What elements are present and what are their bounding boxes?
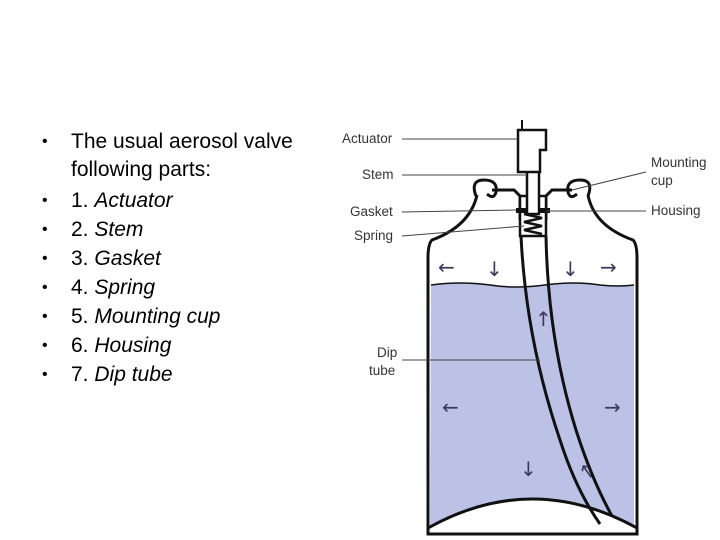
list-item: • 1. Actuator [40, 186, 350, 215]
label-mounting-cup-1: Mounting [651, 155, 707, 170]
part-number: 6. [71, 334, 95, 357]
arrow-left-icon: ← [438, 255, 455, 279]
part-name: Actuator [94, 189, 173, 212]
bullet-icon: • [42, 133, 48, 150]
can-bottom [426, 497, 639, 536]
label-actuator: Actuator [342, 131, 393, 146]
liquid [430, 283, 634, 528]
actuator [516, 128, 548, 174]
label-housing: Housing [651, 203, 701, 218]
part-name: Stem [94, 218, 144, 241]
dip-tube [519, 235, 614, 525]
arrow-right-icon: → [604, 395, 621, 419]
part-number: 3. [71, 247, 95, 270]
part-name: Housing [94, 334, 172, 357]
bullet-icon: • [42, 366, 48, 383]
leader-lines [401, 138, 647, 361]
arrow-down-icon: ↓ [562, 257, 579, 281]
list-item: • 7. Dip tube [40, 360, 350, 389]
bullet-icon: • [42, 221, 48, 238]
leader-spring [401, 225, 525, 237]
part-name: Mounting cup [94, 305, 221, 328]
arrow-down-icon: ↓ [520, 457, 537, 481]
leader-mounting-cup [571, 171, 647, 191]
label-stem: Stem [362, 167, 394, 182]
label-dip-tube-2: tube [369, 363, 395, 378]
part-number: 1. [71, 189, 95, 212]
list-item: • 2. Stem [40, 215, 350, 244]
list-item: • 3. Gasket [40, 244, 350, 273]
intro-bullet: • The usual aerosol valve following part… [40, 128, 350, 184]
leader-gasket [401, 209, 517, 213]
bullet-icon: • [42, 250, 48, 267]
label-dip-tube-1: Dip [377, 345, 397, 360]
bullet-icon: • [42, 279, 48, 296]
arrow-down-icon: ↓ [486, 257, 503, 281]
part-number: 7. [71, 363, 95, 386]
intro-line-2: following parts: [71, 158, 212, 181]
liquid-surface [430, 282, 635, 288]
mounting-cup [472, 178, 592, 220]
part-number: 2. [71, 218, 95, 241]
arrow-left-icon: ← [442, 395, 459, 419]
spring [523, 212, 543, 236]
label-gasket: Gasket [350, 204, 393, 219]
list-item: • 6. Housing [40, 331, 350, 360]
label-mounting-cup-2: cup [651, 173, 673, 188]
arrow-up-icon: ↑ [535, 307, 552, 331]
part-name: Spring [94, 276, 156, 299]
part-number: 5. [71, 305, 95, 328]
part-number: 4. [71, 276, 95, 299]
list-item: • 5. Mounting cup [40, 302, 350, 331]
intro-line-1: The usual aerosol valve [71, 130, 293, 153]
part-name: Gasket [94, 247, 161, 270]
arrow-right-icon: → [600, 255, 617, 279]
part-name: Dip tube [94, 363, 173, 386]
bullet-icon: • [42, 308, 48, 325]
list-item: • 4. Spring [40, 273, 350, 302]
aerosol-valve-diagram: ← ↓ ↓ → ↑ ← → ↓ ↑ Actuator Stem Gasket S… [325, 118, 718, 540]
label-spring: Spring [354, 228, 393, 243]
parts-list: • The usual aerosol valve following part… [40, 128, 350, 389]
bullet-icon: • [42, 337, 48, 354]
bullet-icon: • [42, 192, 48, 209]
